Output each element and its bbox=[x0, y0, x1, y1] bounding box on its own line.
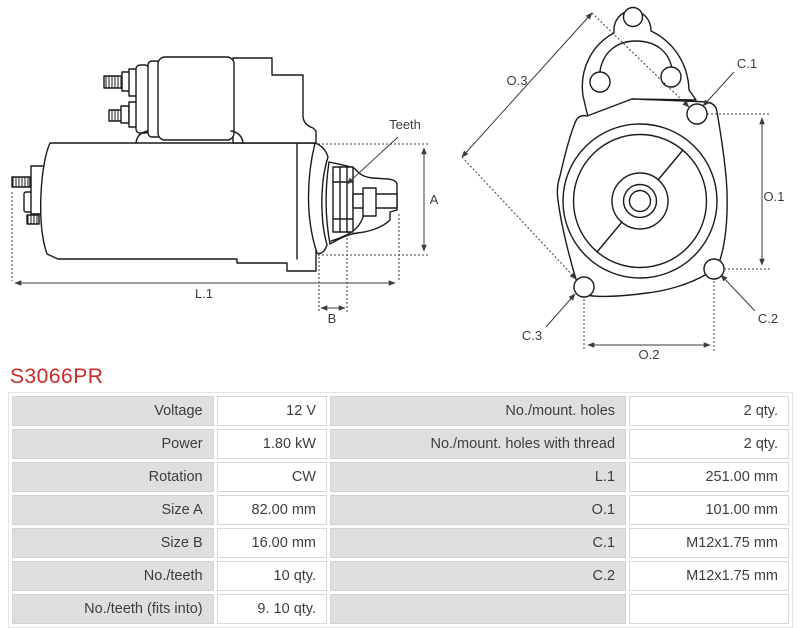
spec-label: C.2 bbox=[330, 561, 627, 591]
front-view bbox=[556, 6, 728, 298]
gear-housing-face bbox=[562, 123, 718, 279]
spec-label: L.1 bbox=[330, 462, 627, 492]
spec-value: M12x1.75 mm bbox=[629, 561, 789, 591]
table-row: Size B 16.00 mm C.1 M12x1.75 mm bbox=[12, 528, 789, 558]
teeth-label: Teeth bbox=[389, 117, 421, 132]
dim-l1-label: L.1 bbox=[195, 286, 213, 301]
spec-value: 12 V bbox=[216, 396, 327, 426]
spec-label: Voltage bbox=[12, 396, 214, 426]
technical-drawing: Teeth A L.1 B bbox=[11, 6, 785, 362]
side-view bbox=[11, 56, 398, 272]
spec-label: Size B bbox=[12, 528, 214, 558]
dim-o3-label: O.3 bbox=[507, 73, 528, 88]
motor-body bbox=[40, 142, 317, 272]
spec-label: No./teeth (fits into) bbox=[12, 594, 214, 624]
spec-label: C.1 bbox=[330, 528, 627, 558]
spec-value: M12x1.75 mm bbox=[629, 528, 789, 558]
spec-label: Size A bbox=[12, 495, 214, 525]
spec-value: 9. 10 qty. bbox=[216, 594, 327, 624]
spec-value: 10 qty. bbox=[216, 561, 327, 591]
part-number: S3066PR bbox=[10, 365, 104, 388]
spec-value: 2 qty. bbox=[629, 396, 789, 426]
spec-label: No./teeth bbox=[12, 561, 214, 591]
starter-motor-diagram: Teeth A L.1 B bbox=[11, 6, 785, 362]
bracket-hole-top bbox=[622, 6, 644, 28]
dim-o1-label: O.1 bbox=[764, 189, 785, 204]
table-row: Power 1.80 kW No./mount. holes with thre… bbox=[12, 429, 789, 459]
pinion-gear bbox=[332, 166, 354, 233]
mounting-flange-edge bbox=[307, 142, 329, 255]
spec-value: 82.00 mm bbox=[216, 495, 327, 525]
bracket-hole-right bbox=[660, 66, 682, 88]
spec-label: Power bbox=[12, 429, 214, 459]
spec-value: 101.00 mm bbox=[629, 495, 789, 525]
dim-c1-label: C.1 bbox=[737, 56, 757, 71]
terminal-stud bbox=[11, 176, 31, 188]
table-row: Rotation CW L.1 251.00 mm bbox=[12, 462, 789, 492]
spec-label: Rotation bbox=[12, 462, 214, 492]
spec-value bbox=[629, 594, 789, 624]
spec-label: No./mount. holes bbox=[330, 396, 627, 426]
mount-hole-c3 bbox=[573, 276, 595, 298]
mount-hole-c2 bbox=[703, 258, 725, 280]
spec-value: 16.00 mm bbox=[216, 528, 327, 558]
dim-c3-label: C.3 bbox=[522, 328, 542, 343]
table-row: No./teeth 10 qty. C.2 M12x1.75 mm bbox=[12, 561, 789, 591]
mount-hole-c1 bbox=[686, 103, 708, 125]
spec-label: O.1 bbox=[330, 495, 627, 525]
table-row: Voltage 12 V No./mount. holes 2 qty. bbox=[12, 396, 789, 426]
spec-label bbox=[330, 594, 627, 624]
front-view-dimensions bbox=[461, 12, 770, 351]
spec-table: Voltage 12 V No./mount. holes 2 qty. Pow… bbox=[8, 392, 793, 628]
solenoid-stud bbox=[103, 75, 124, 89]
bracket-hole-left bbox=[589, 71, 611, 93]
table-row: Size A 82.00 mm O.1 101.00 mm bbox=[12, 495, 789, 525]
shaft-bearing bbox=[362, 187, 377, 217]
table-row: No./teeth (fits into) 9. 10 qty. bbox=[12, 594, 789, 624]
spec-value: 1.80 kW bbox=[216, 429, 327, 459]
dim-b-label: B bbox=[328, 311, 337, 326]
dim-c2-label: C.2 bbox=[758, 311, 778, 326]
spec-value: CW bbox=[216, 462, 327, 492]
dim-a-label: A bbox=[430, 192, 439, 207]
spec-value: 2 qty. bbox=[629, 429, 789, 459]
side-view-dimensions bbox=[11, 136, 430, 312]
spec-label: No./mount. holes with thread bbox=[330, 429, 627, 459]
dim-o2-label: O.2 bbox=[639, 347, 660, 362]
spec-value: 251.00 mm bbox=[629, 462, 789, 492]
solenoid bbox=[157, 56, 235, 141]
